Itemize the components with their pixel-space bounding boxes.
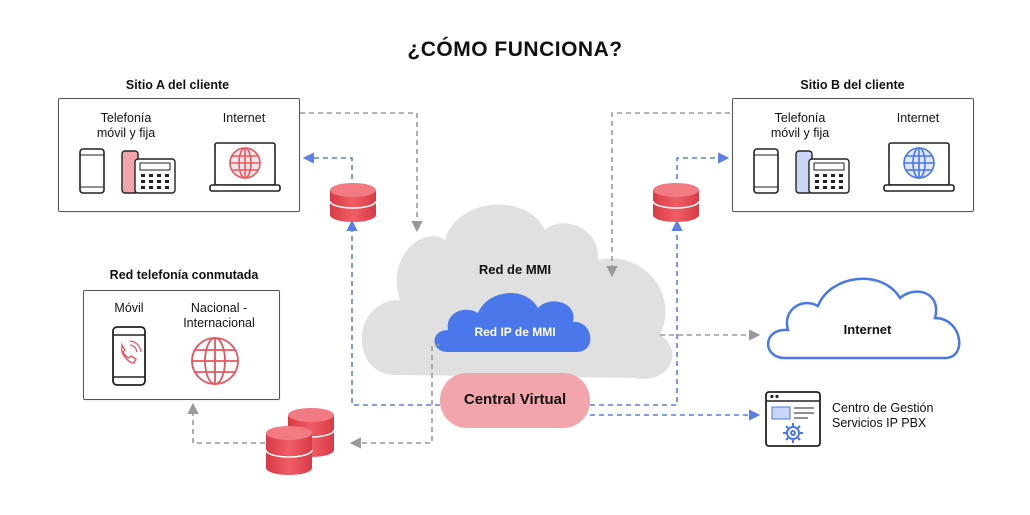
- site-a-phones-label: Telefonía móvil y fija: [96, 111, 156, 140]
- management-center-label: Centro de Gestión Servicios IP PBX: [832, 401, 934, 430]
- internet-cloud: [766, 277, 961, 360]
- switched-network-header: Red telefonía conmutada: [109, 268, 259, 282]
- phone-icons-b: [753, 148, 850, 194]
- mmi-network-label: Red de MMI: [478, 262, 552, 277]
- globe-icon-national: [191, 337, 239, 385]
- site-a-box: Telefonía móvil y fija Internet: [58, 98, 300, 212]
- gray-arrows: [187, 112, 761, 449]
- database-icon-b: [652, 183, 700, 222]
- management-dashboard-icon: [765, 391, 821, 447]
- globe-icon: [229, 147, 261, 179]
- database-icon-pstn: [265, 408, 335, 475]
- central-virtual-label: Central Virtual: [463, 391, 567, 408]
- central-virtual-pill: [440, 373, 590, 428]
- gear-icon: [783, 423, 803, 443]
- mobile-icon: [79, 148, 105, 194]
- mobile-label: Móvil: [114, 301, 144, 315]
- laptop-icon-b: [883, 142, 955, 192]
- mmi-ip-network-cloud: [434, 293, 591, 352]
- site-a-header: Sitio A del cliente: [125, 78, 230, 92]
- national-label: Nacional - Internacional: [183, 301, 255, 330]
- phone-icons-a: [79, 148, 176, 194]
- mmi-network-cloud: [361, 204, 673, 379]
- site-b-header: Sitio B del cliente: [800, 78, 905, 92]
- internet-cloud-label: Internet: [843, 322, 892, 337]
- globe-icon: [903, 147, 935, 179]
- site-b-box: Telefonía móvil y fija Internet: [732, 98, 974, 212]
- switched-network-box: Móvil Nacional - Internacional: [83, 290, 280, 400]
- page-title: ¿CÓMO FUNCIONA?: [407, 38, 623, 61]
- mobile-call-icon: [112, 326, 146, 386]
- database-icon-a: [329, 183, 377, 222]
- ip-network-label: Red IP de MMI: [474, 325, 556, 339]
- laptop-icon-a: [209, 142, 281, 192]
- site-b-phones-label: Telefonía móvil y fija: [770, 111, 830, 140]
- desk-phone-icon: [121, 150, 176, 194]
- desk-phone-icon: [795, 150, 850, 194]
- mobile-icon: [753, 148, 779, 194]
- blue-arrows: [302, 152, 761, 421]
- site-a-internet-label: Internet: [222, 111, 266, 125]
- site-b-internet-label: Internet: [896, 111, 940, 125]
